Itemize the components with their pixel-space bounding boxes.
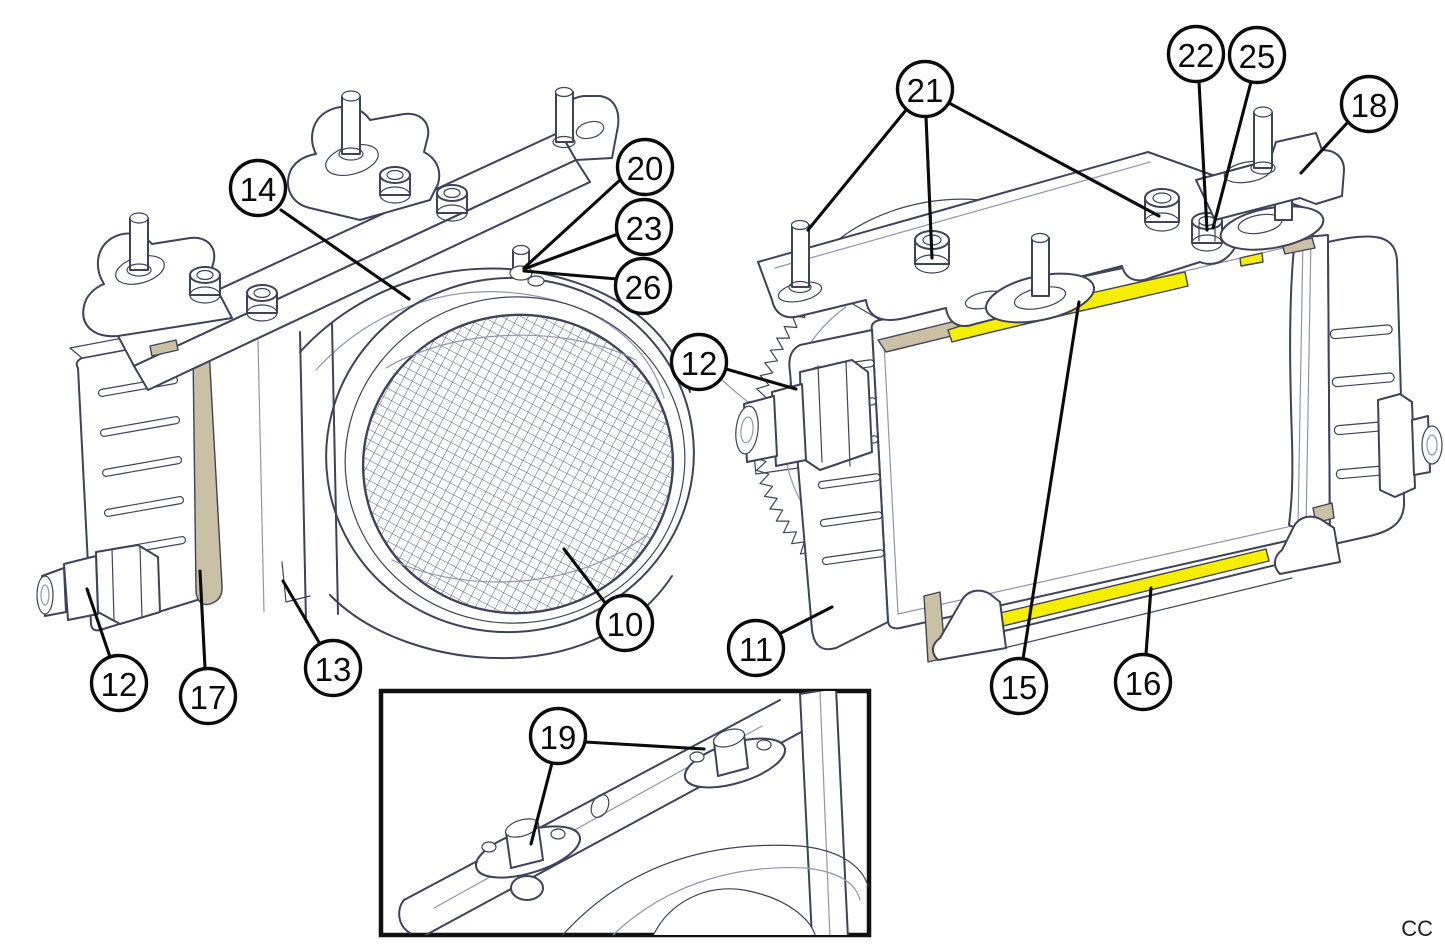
leader-line-22 [1197, 80, 1209, 232]
callout-number-17: 17 [190, 679, 227, 716]
callout-circle-21 [895, 59, 955, 119]
callout-number-22: 22 [1178, 37, 1215, 74]
callout-13: 13 [303, 638, 363, 698]
oil-fitting-left [36, 544, 161, 625]
leader-line-15 [1021, 300, 1081, 661]
leader-line-12 [724, 367, 798, 391]
mesh-grille [344, 296, 686, 624]
callout-15: 15 [989, 656, 1049, 716]
callout-19: 19 [528, 706, 588, 766]
inset-detail-box [378, 688, 872, 938]
callout-10: 10 [595, 593, 655, 653]
gasket-sliver-top-right [1239, 252, 1264, 267]
callout-number-23: 23 [626, 210, 663, 247]
callout-18: 18 [1339, 74, 1399, 134]
callout-number-10: 10 [607, 606, 644, 643]
callout-circle-26 [613, 256, 673, 316]
callout-number-18: 18 [1351, 87, 1388, 124]
callout-number-21: 21 [907, 72, 944, 109]
bracket-18 [1195, 106, 1345, 221]
callout-circle-12 [89, 653, 149, 713]
callout-23: 23 [614, 197, 674, 257]
leader-line-10 [562, 547, 608, 606]
callout-circle-16 [1113, 652, 1173, 712]
callout-17: 17 [178, 666, 238, 726]
credit-text: CC [1401, 916, 1433, 941]
oval-washer-stud [985, 232, 1095, 324]
callout-number-20: 20 [627, 150, 664, 187]
leader-line-21 [924, 115, 934, 260]
mounting-bracket [82, 86, 620, 391]
callout-circle-19 [528, 706, 588, 766]
callout-20: 20 [615, 137, 675, 197]
leader-line-17 [198, 569, 207, 670]
callout-number-14: 14 [240, 171, 277, 208]
callout-12: 12 [89, 653, 149, 713]
callout-circle-20 [615, 137, 675, 197]
callout-21: 21 [895, 59, 955, 119]
leader-line-25 [1211, 80, 1253, 230]
callout-number-12: 12 [681, 345, 718, 382]
leader-line-23 [522, 232, 620, 271]
leader-line-20 [522, 178, 622, 270]
leader-line-16 [1144, 586, 1153, 656]
fan-shroud-panel [281, 323, 339, 623]
rubber-mount [474, 818, 582, 901]
callout-11: 11 [726, 618, 786, 678]
mounting-stud [1250, 106, 1276, 175]
callout-circle-14 [228, 158, 288, 218]
callout-circle-11 [726, 618, 786, 678]
callout-circle-15 [989, 656, 1049, 716]
mounting-stud [788, 219, 812, 294]
socket-screws [189, 166, 468, 322]
callout-circle-18 [1339, 74, 1399, 134]
leader-line-12 [85, 587, 112, 659]
callout-circle-10 [595, 593, 655, 653]
callout-circle-23 [614, 197, 674, 257]
callout-layer: 14 20 23 26 10 12 17 13 21 22 25 18 12 11 15 16 19 [85, 24, 1399, 846]
leader-line-14 [279, 208, 411, 301]
oil-fitting-rear [1377, 393, 1443, 498]
callout-number-19: 19 [540, 719, 577, 756]
bracket-stud [338, 90, 364, 161]
bottom-bracket [932, 515, 1341, 661]
callout-26: 26 [613, 256, 673, 316]
callout-number-13: 13 [315, 651, 352, 688]
callout-circle-13 [303, 638, 363, 698]
leader-line-21 [947, 101, 1161, 218]
callout-12: 12 [669, 332, 729, 392]
callout-circle-12 [669, 332, 729, 392]
right-assembly-oil-cooler-rear [735, 106, 1443, 663]
far-end-cap [1327, 235, 1406, 546]
leader-line-18 [1299, 120, 1350, 175]
leader-line-11 [777, 605, 834, 636]
leader-line-19 [529, 761, 554, 846]
callout-circle-17 [178, 666, 238, 726]
callout-number-16: 16 [1125, 665, 1162, 702]
oil-fitting-front [735, 359, 873, 471]
bracket-stud [552, 86, 576, 149]
callout-circle-22 [1166, 24, 1226, 84]
callout-14: 14 [228, 158, 288, 218]
rubber-mount [683, 728, 787, 789]
callout-circle-25 [1227, 25, 1287, 85]
inset-content-shroud-corner [398, 691, 869, 935]
leader-line-13 [281, 579, 322, 646]
callout-number-11: 11 [739, 631, 773, 668]
callout-number-25: 25 [1239, 38, 1276, 75]
leader-line-26 [522, 269, 619, 281]
callout-16: 16 [1113, 652, 1173, 712]
callout-number-12: 12 [101, 666, 138, 703]
bracket-stud [126, 212, 152, 277]
plate-hardware [788, 106, 1345, 324]
leader-line-21 [806, 108, 908, 232]
callout-22: 22 [1166, 24, 1226, 84]
right-frame-band [1288, 234, 1443, 546]
leader-line-19 [583, 740, 706, 751]
callout-number-26: 26 [625, 269, 662, 306]
callout-25: 25 [1227, 25, 1287, 85]
callout-number-15: 15 [1001, 669, 1038, 706]
side-cushion-strip [192, 348, 223, 606]
